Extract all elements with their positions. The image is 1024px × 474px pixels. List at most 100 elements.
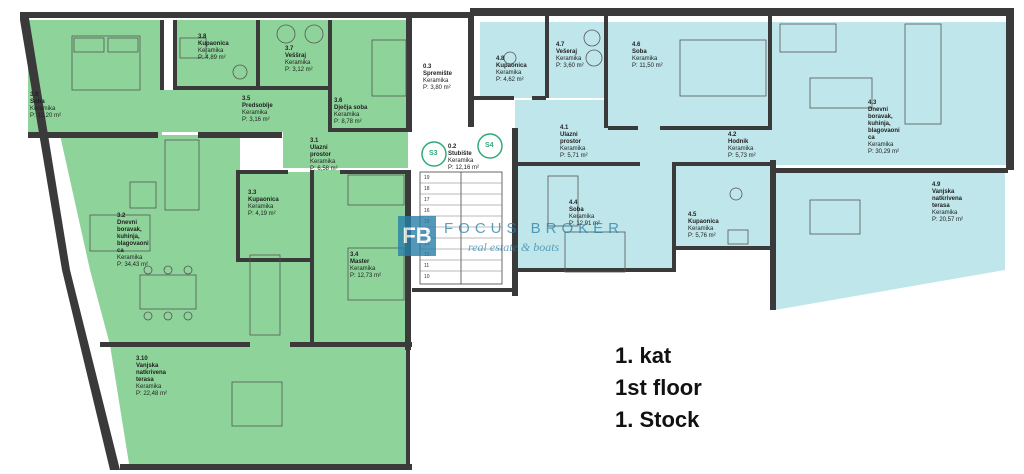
- room-number: 4.4: [569, 200, 578, 206]
- room-area: P: 3,12 m²: [285, 67, 313, 73]
- room-floor: Keramika: [560, 146, 586, 152]
- room-floor: Keramika: [117, 255, 143, 261]
- room-3.5-label: 3.5 Predsoblje Keramika P: 3,16 m²: [242, 96, 273, 124]
- room-3.7-label: 3.7 Veššraj Keramika P: 3,12 m²: [285, 46, 313, 74]
- room-number: 3.4: [350, 252, 359, 258]
- floor-label-hr: 1. kat: [615, 343, 672, 368]
- room-3.2-label: 3.2 Dnevni boravak, kuhinja, blagovaoni …: [117, 213, 149, 269]
- room-name: Spremište: [423, 71, 453, 77]
- room-name: Stubište: [448, 151, 472, 157]
- room-number: 4.1: [560, 125, 569, 131]
- room-area: P: 12,91 m²: [569, 221, 601, 227]
- room-name: Kupaonica: [248, 197, 279, 203]
- room-floor: Keramika: [569, 214, 595, 220]
- room-floor: Keramika: [448, 158, 474, 164]
- watermark-logo: FB FOCUS BROKER real estate & boats: [398, 214, 626, 258]
- room-number: 3.2: [117, 213, 126, 219]
- room-area: P: 20,57 m²: [932, 217, 964, 223]
- room-area: P: 3,80 m²: [423, 85, 451, 91]
- stair-step: 18: [424, 186, 430, 192]
- room-number: 0.3: [423, 64, 432, 70]
- room-area: P: 4,62 m²: [496, 77, 524, 83]
- room-area: P: 3,16 m²: [242, 117, 270, 123]
- room-floor: Keramika: [632, 56, 658, 62]
- floor-legend: 1. kat 1st floor 1. Stock: [615, 340, 702, 436]
- room-3.4-label: 3.4 Master Keramika P: 12,73 m²: [350, 252, 381, 280]
- logo-tagline: real estate & boats: [468, 240, 560, 254]
- room-name: Vešeraj: [556, 49, 578, 55]
- room-number: 4.5: [688, 212, 697, 218]
- stair-step: 10: [424, 274, 430, 280]
- room-number: 4.9: [932, 182, 941, 188]
- room-4.2-label: 4.2 Hodnik Keramika P: 5,73 m²: [728, 132, 756, 160]
- room-3.3-label: 3.3 Kupaonica Keramika P: 4,19 m²: [248, 190, 279, 218]
- room-number: 3.8: [198, 34, 207, 40]
- room-area: P: 5,73 m²: [728, 153, 756, 159]
- room-floor: Keramika: [868, 142, 894, 148]
- room-number: 4.6: [632, 42, 641, 48]
- room-floor: Keramika: [932, 210, 958, 216]
- stair-step: 11: [424, 263, 430, 269]
- room-floor: Keramika: [248, 204, 274, 210]
- room-name: Vanjska natkrivena terasa: [932, 189, 963, 209]
- room-0.3-label: 0.3 Spremište Keramika P: 3,80 m²: [423, 64, 452, 92]
- room-4.3-label: 4.3 Dnevni boravak, kuhinja, blagovaoni …: [868, 100, 900, 156]
- room-floor: Keramika: [285, 60, 311, 66]
- logo-mark: FB: [398, 216, 436, 256]
- stair-step: 19: [424, 175, 430, 181]
- room-4.7-label: 4.7 Vešeraj Keramika P: 3,60 m²: [556, 42, 584, 70]
- room-floor: Keramika: [423, 78, 449, 84]
- stair-step: 17: [424, 197, 430, 203]
- room-area: P: 4,89 m²: [198, 55, 226, 61]
- room-number: 3.9: [30, 92, 39, 98]
- logo-name: FOCUS BROKER: [444, 220, 625, 237]
- stair-step: 16: [424, 208, 430, 214]
- room-number: 4.3: [868, 100, 877, 106]
- room-area: P: 12,20 m²: [30, 113, 62, 119]
- room-name: Dječja soba: [334, 105, 368, 111]
- room-area: P: 8,78 m²: [334, 119, 362, 125]
- room-name: Predsoblje: [242, 103, 273, 109]
- room-name: Ulazni prostor: [560, 132, 581, 145]
- room-area: P: 5,76 m²: [688, 233, 716, 239]
- room-area: P: 6,58 m²: [310, 166, 338, 172]
- room-4.8-label: 4.8 Kupaonica Keramika P: 4,62 m²: [496, 56, 527, 84]
- room-name: Master: [350, 259, 370, 265]
- room-number: 3.5: [242, 96, 251, 102]
- room-floor: Keramika: [556, 56, 582, 62]
- room-4.5-label: 4.5 Kupaonica Keramika P: 5,76 m²: [688, 212, 719, 240]
- room-4.9-label: 4.9 Vanjska natkrivena terasa Keramika P…: [932, 182, 963, 224]
- room-name: Kupaonica: [688, 219, 719, 225]
- room-area: P: 5,71 m²: [560, 153, 588, 159]
- room-number: 4.2: [728, 132, 737, 138]
- floor-label-en: 1st floor: [615, 375, 702, 400]
- room-number: 3.1: [310, 138, 319, 144]
- room-name: Dnevni boravak, kuhinja, blagovaoni ca: [868, 107, 900, 141]
- unit-4-fill: [480, 22, 1008, 310]
- room-floor: Keramika: [688, 226, 714, 232]
- room-name: Veššraj: [285, 53, 307, 59]
- room-3.1-label: 3.1 Ulazni prostor Keramika P: 6,58 m²: [310, 138, 338, 173]
- room-area: P: 4,19 m²: [248, 211, 276, 217]
- room-floor: Keramika: [334, 112, 360, 118]
- room-name: Soba: [30, 99, 45, 105]
- furniture: [71, 23, 942, 427]
- room-floor: Keramika: [242, 110, 268, 116]
- room-number: 3.3: [248, 190, 257, 196]
- room-3.10-label: 3.10 Vanjska natkrivena terasa Keramika …: [136, 356, 167, 398]
- room-floor: Keramika: [496, 70, 522, 76]
- unit-3-fill: [28, 20, 410, 470]
- room-name: Hodnik: [728, 139, 749, 145]
- room-area: P: 22,48 m²: [136, 391, 168, 397]
- room-0.2-label: 0.2 Stubište Keramika P: 12,16 m²: [448, 144, 479, 172]
- room-area: P: 12,16 m²: [448, 165, 480, 171]
- room-area: P: 11,50 m²: [632, 63, 663, 69]
- room-name: Vanjska natkrivena terasa: [136, 363, 167, 383]
- floor-label-de: 1. Stock: [615, 407, 700, 432]
- room-floor: Keramika: [198, 48, 224, 54]
- room-4.1-label: 4.1 Ulazni prostor Keramika P: 5,71 m²: [560, 125, 588, 160]
- room-floor: Keramika: [310, 159, 336, 165]
- room-area: P: 3,60 m²: [556, 63, 584, 69]
- room-name: Soba: [632, 49, 647, 55]
- stair-tag-s4: S4: [485, 142, 494, 149]
